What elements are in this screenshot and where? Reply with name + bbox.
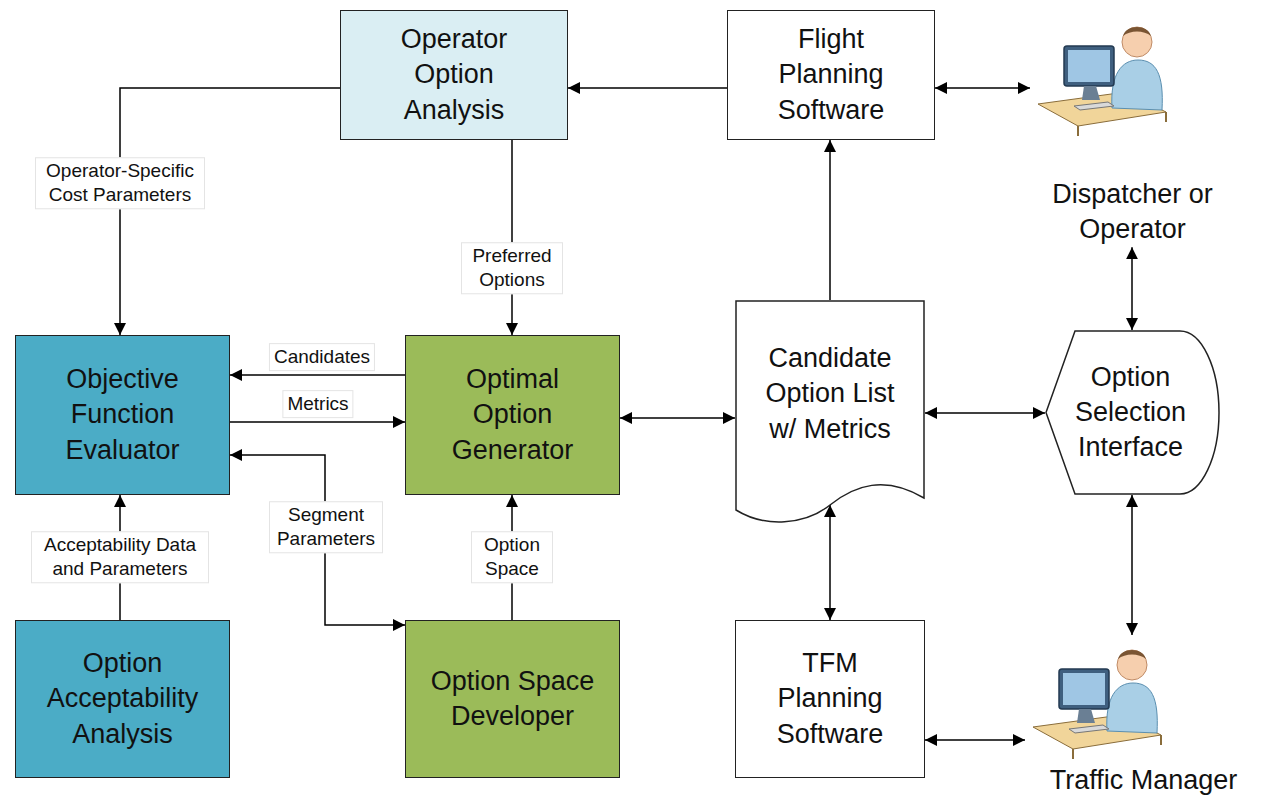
node-label: Operator Option Analysis [363, 22, 545, 127]
node-label: Option Acceptability Analysis [28, 646, 217, 751]
process-box: Option Acceptability Analysis [15, 620, 230, 778]
process-box: Flight Planning Software [727, 10, 935, 140]
connector-arrow [230, 421, 405, 423]
connector-arrow [1131, 495, 1133, 635]
edge-label: Operator-Specific Cost Parameters [35, 157, 205, 209]
connector-arrow [568, 87, 727, 89]
connector-arrow [829, 140, 831, 300]
connector-arrow [511, 140, 513, 335]
connector-arrow [511, 495, 513, 620]
node-label: Flight Planning Software [750, 22, 912, 127]
connector-arrow [935, 87, 1030, 89]
connector-arrow [230, 374, 405, 376]
edge-label: Acceptability Data and Parameters [31, 531, 209, 583]
node-label: Optimal Option Generator [428, 362, 597, 467]
connector-arrow [925, 412, 1045, 414]
node-label: Objective Function Evaluator [38, 362, 207, 467]
connector-arrow [829, 505, 831, 620]
edge-label: Metrics [282, 390, 353, 418]
process-box: Operator Option Analysis [340, 10, 568, 140]
node-label: Option Selection Interface [1071, 360, 1190, 465]
actor-label: Traffic Manager [1025, 763, 1262, 798]
process-box: Option Space Developer [405, 620, 620, 778]
edge-label: Candidates [269, 343, 375, 371]
edge-label: Preferred Options [461, 242, 563, 294]
edge-label: Segment Parameters [269, 501, 383, 553]
connector-arrow [119, 495, 121, 620]
connector-arrow [230, 455, 405, 625]
document-outline [735, 300, 925, 520]
display-shape: Option Selection Interface [1045, 330, 1220, 495]
process-box: TFM Planning Software [735, 620, 925, 778]
actor-label: Dispatcher or Operator [1030, 177, 1235, 247]
actor-figure: Traffic Manager [1025, 635, 1262, 798]
connector-arrow [120, 88, 340, 335]
process-box: Optimal Option Generator [405, 335, 620, 495]
connector-arrow [620, 417, 735, 419]
node-label: Candidate Option List w/ Metrics [753, 341, 907, 446]
connector-arrow [925, 739, 1025, 741]
connector-arrow [1131, 247, 1133, 330]
person-icon [1025, 635, 1262, 763]
node-label: TFM Planning Software [758, 646, 902, 751]
edge-label: Option Space [471, 531, 553, 583]
process-box: Objective Function Evaluator [15, 335, 230, 495]
document-shape: Candidate Option List w/ Metrics [735, 300, 925, 520]
person-icon [1030, 12, 1235, 177]
actor-figure: Dispatcher or Operator [1030, 12, 1235, 247]
node-label: Option Space Developer [428, 664, 597, 734]
